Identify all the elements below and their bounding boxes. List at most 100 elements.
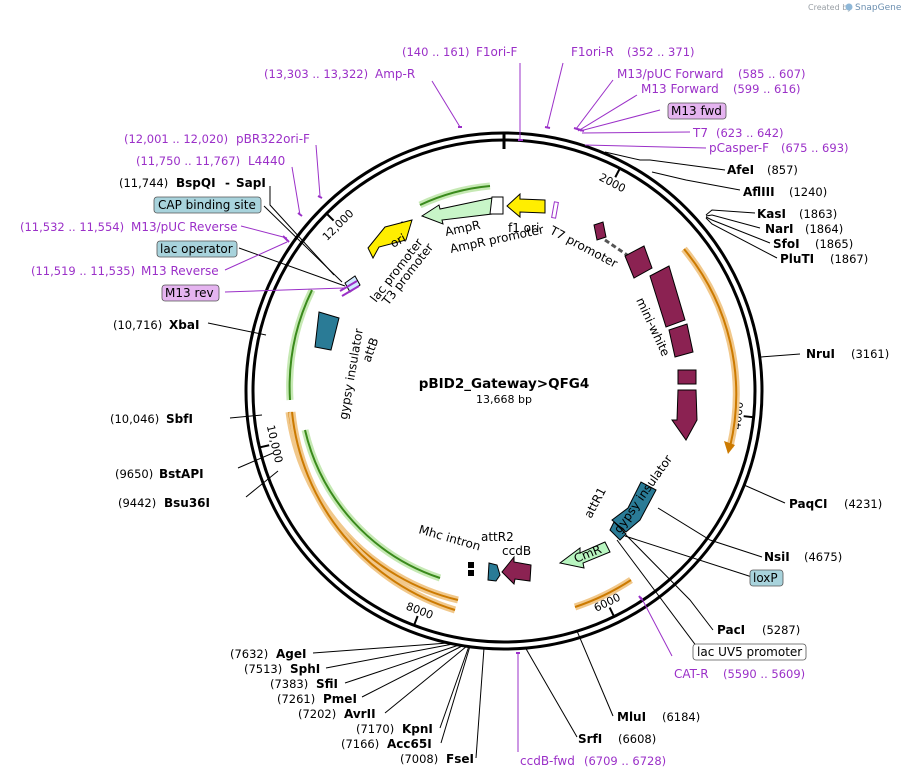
site-pos-avrii: (7202) <box>298 707 336 721</box>
box-lac-operator: lac operator <box>156 240 238 258</box>
ampr-promoter-arrow <box>489 196 504 215</box>
leader-lines <box>207 62 801 759</box>
site-pos-sbfi: (10,046) <box>110 412 159 426</box>
boxed-labels: M13 fwd CAP binding site lac operator M1… <box>153 102 807 661</box>
tick-label: 2000 <box>597 171 628 195</box>
svg-text:loxP: loxP <box>753 571 778 585</box>
cmr-arrow <box>558 541 611 569</box>
site-label-pmei: PmeI <box>323 692 357 706</box>
primer-label-l4440: L4440 <box>248 154 285 168</box>
ampr-arrow <box>420 197 493 225</box>
primer-pos-m13-puc-reverse: (11,532 .. 11,554) <box>20 220 124 234</box>
primer-label-m13-reverse: M13 Reverse <box>141 264 219 278</box>
tick-mark <box>608 607 615 618</box>
credit-text: Created by <box>808 3 852 12</box>
tick-mark <box>614 167 621 178</box>
site-label-sapi: SapI <box>236 176 266 190</box>
svg-text:CAP binding site: CAP binding site <box>158 198 256 212</box>
site-pos-srfi: (6608) <box>618 732 656 746</box>
site-label-bsu36i: Bsu36I <box>164 496 210 510</box>
svg-text:M13 rev: M13 rev <box>165 286 214 300</box>
site-label-nari: NarI <box>765 222 794 236</box>
box-loxp: loxP <box>749 569 784 587</box>
site-dash: - <box>225 176 230 190</box>
feature-label-gypsy-insulator-left: gypsy insulator <box>336 327 366 420</box>
site-labels: AfeI (857) AflIII (1240) KasI (1863) Nar… <box>110 163 889 766</box>
site-label-afei: AfeI <box>727 163 754 177</box>
t7-promoter-mark <box>551 201 559 219</box>
box-m13-rev: M13 rev <box>161 284 220 302</box>
primer-label-m13-puc-forward: M13/pUC Forward <box>617 67 724 81</box>
site-pos-xbai: (10,716) <box>113 318 162 332</box>
primer-pos-amp-r: (13,303 .. 13,322) <box>264 67 368 81</box>
site-pos-nsii: (4675) <box>804 550 842 564</box>
feature-label-attr2: attR2 <box>481 530 514 544</box>
attr2-mark <box>487 562 501 582</box>
svg-text:lac operator: lac operator <box>160 242 233 256</box>
svg-text:M13 fwd: M13 fwd <box>671 104 722 118</box>
site-label-nrui: NruI <box>806 347 835 361</box>
primer-marks <box>282 126 643 654</box>
tick-mark <box>259 444 270 449</box>
primer-pos-m13-puc-forward: (585 .. 607) <box>738 67 806 81</box>
tick-mark <box>743 415 754 419</box>
attr1-mark <box>609 521 627 541</box>
feature-label-attr1: attR1 <box>581 485 609 520</box>
site-pos-pmei: (7261) <box>277 692 315 706</box>
primer-label-m13-puc-reverse: M13/pUC Reverse <box>131 220 238 234</box>
primer-label-pcasper-f: pCasper-F <box>709 141 769 155</box>
site-label-srfi: SrfI <box>578 732 602 746</box>
site-pos-bsu36i: (9442) <box>118 496 156 510</box>
site-label-bstapi: BstAPI <box>159 467 204 481</box>
primer-pos-pcasper-f: (675 .. 693) <box>781 141 849 155</box>
site-label-paci: PacI <box>717 623 745 637</box>
primer-pos-f1ori-f: (140 .. 161) <box>402 45 470 59</box>
site-pos-afei: (857) <box>767 163 798 177</box>
site-pos-fsei: (7008) <box>400 752 438 766</box>
tick-mark <box>413 615 419 626</box>
primer-pos-t7: (623 .. 642) <box>716 126 784 140</box>
site-pos-paqci: (4231) <box>844 497 882 511</box>
feature-label-ccdb: ccdB <box>502 544 531 558</box>
brand-text: SnapGene <box>855 3 902 13</box>
feature-label-ori: ori <box>388 231 408 251</box>
primer-label-f1ori-r: F1ori-R <box>571 45 614 59</box>
site-pos-bstapi: (9650) <box>115 467 153 481</box>
primer-label-cat-r: CAT-R <box>674 667 709 681</box>
site-label-sfii: SfiI <box>316 677 338 691</box>
site-label-pluti: PluTI <box>780 252 814 266</box>
primer-pos-m13-forward: (599 .. 616) <box>733 82 801 96</box>
ccdb-arrow <box>501 555 532 586</box>
site-label-paqci: PaqCI <box>789 497 827 511</box>
mhc-intron-mark <box>466 562 476 576</box>
primer-label-m13-forward: M13 Forward <box>641 82 719 96</box>
site-label-sphi: SphI <box>290 662 320 676</box>
site-label-sbfi: SbfI <box>166 412 193 426</box>
site-label-nsii: NsiI <box>764 550 790 564</box>
orf-arc-right <box>681 246 740 454</box>
site-pos-bspqi: (11,744) <box>119 176 168 190</box>
feature-label-cmr: CmR <box>572 542 604 566</box>
primer-pos-l4440: (11,750 .. 11,767) <box>136 154 240 168</box>
orf-arc-bottom-right <box>573 577 633 611</box>
primer-label-amp-r: Amp-R <box>375 67 415 81</box>
site-pos-sfoi: (1865) <box>815 237 853 251</box>
site-label-kpni: KpnI <box>402 722 433 736</box>
feature-label-mhc-intron: Mhc intron <box>417 522 482 553</box>
plasmid-length: 13,668 bp <box>476 393 532 406</box>
primer-labels: (140 .. 161) F1ori-F F1ori-R (352 .. 371… <box>20 45 849 768</box>
tick-label: 12,000 <box>320 207 356 243</box>
primer-label-ccdb-fwd: ccdB-fwd <box>520 754 575 768</box>
site-pos-kasi: (1863) <box>799 207 837 221</box>
site-label-acc65i: Acc65I <box>387 737 432 751</box>
tick-label: 10,000 <box>264 424 285 464</box>
site-label-xbai: XbaI <box>169 318 199 332</box>
orf-arc-left <box>285 411 459 614</box>
site-pos-mlui: (6184) <box>662 710 700 724</box>
plasmid-name: pBID2_Gateway>QFG4 <box>419 376 590 392</box>
feature-label-f1-ori: f1 ori <box>508 221 539 235</box>
site-pos-afliii: (1240) <box>789 185 827 199</box>
lac-promoter-mark <box>339 275 361 297</box>
primer-pos-ccdb-fwd: (6709 .. 6728) <box>584 754 666 768</box>
